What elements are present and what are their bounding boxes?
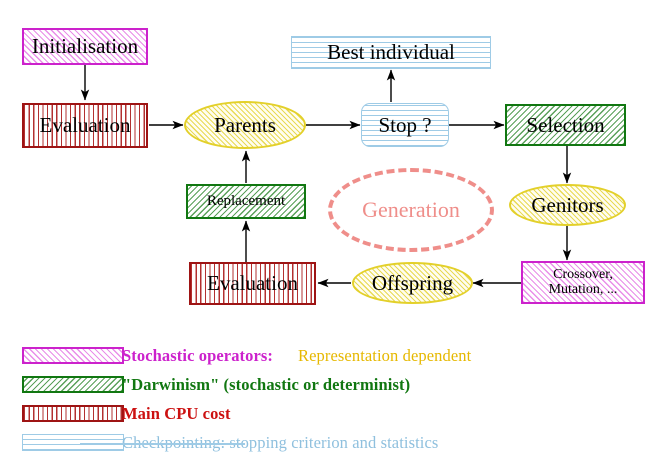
node-genitors[interactable]: Genitors [509,184,626,226]
node-initialisation-label: Initialisation [31,34,139,59]
node-selection[interactable]: Selection [505,104,626,146]
node-genitors-label: Genitors [531,192,604,217]
legend-label-checkpointing: Checkpointing: stopping criterion and st… [122,433,439,452]
legend-row-cpu-cost: Main CPU cost [0,401,662,427]
node-evaluation-bottom-label: Evaluation [207,271,298,296]
legend-swatch-green-hatch [22,376,124,393]
node-initialisation[interactable]: Initialisation [22,28,148,65]
legend-bottom-rule [80,443,245,445]
legend-label-representation-dependent: Representation dependent [298,346,472,365]
legend-row-darwinism: "Darwinism" (stochastic or determinist) [0,372,662,398]
node-generation: Generation [328,168,494,252]
node-selection-label: Selection [526,112,605,137]
node-evaluation-bottom[interactable]: Evaluation [189,262,316,305]
node-replacement-label: Replacement [206,192,286,209]
node-evaluation-top-label: Evaluation [39,113,131,138]
node-crossover-mutation[interactable]: Crossover, Mutation, ... [521,261,645,304]
legend-swatch-blue-horizontal [22,434,124,451]
node-crossover-label-line1: Crossover, [553,266,613,282]
node-offspring-label: Offspring [371,270,454,295]
legend-label-stochastic-operators: Stochastic operators: [122,346,274,365]
node-generation-label: Generation [362,197,460,223]
node-parents-label: Parents [214,112,276,137]
node-offspring[interactable]: Offspring [352,262,473,304]
legend-row-checkpointing: Checkpointing: stopping criterion and st… [0,430,662,456]
node-parents[interactable]: Parents [184,101,306,149]
legend-row-stochastic: Stochastic operators: Representation dep… [0,343,662,369]
node-stop[interactable]: Stop ? [361,103,449,147]
node-crossover-label-line2: Mutation, ... [548,281,618,297]
node-best-individual[interactable]: Best individual [291,36,491,69]
node-evaluation-top[interactable]: Evaluation [22,103,148,148]
legend-swatch-red-vertical [22,405,124,422]
legend-swatch-magenta-hatch [22,347,124,364]
node-best-individual-label: Best individual [327,40,455,65]
legend-label-main-cpu-cost: Main CPU cost [122,404,231,423]
node-stop-label: Stop ? [378,112,432,137]
node-replacement[interactable]: Replacement [186,184,306,219]
legend: Stochastic operators: Representation dep… [0,330,662,455]
legend-label-darwinism: "Darwinism" (stochastic or determinist) [122,375,411,394]
